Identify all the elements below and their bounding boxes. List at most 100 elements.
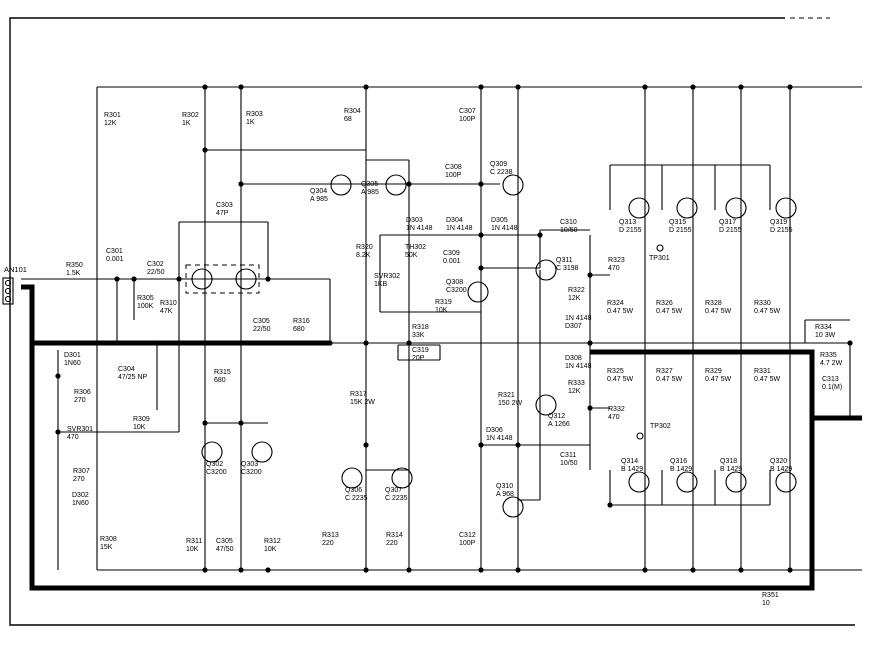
c303-value: 47P: [216, 210, 229, 217]
r314-ref: R314: [386, 532, 403, 539]
r332-ref: R332: [608, 406, 625, 413]
r317-ref: R317: [350, 391, 367, 398]
c303-ref: C303: [216, 202, 233, 209]
d303-value: 1N 4148: [406, 225, 433, 232]
r325-ref: R325: [607, 368, 624, 375]
c313-value: 0.1(M): [822, 384, 842, 391]
tp301-ref: TP301: [649, 255, 670, 262]
q318-ref: Q318: [720, 458, 737, 465]
c305b-ref: C305: [216, 538, 233, 545]
r311-ref: R311: [186, 538, 202, 545]
r315-ref: R315: [214, 369, 231, 376]
r316-ref: R316: [293, 318, 310, 325]
r320-value: 8.2K: [356, 252, 371, 259]
r301-value: 12K: [104, 120, 117, 127]
q306-value: C 2235: [345, 495, 368, 502]
c304-value: 47/25 NP: [118, 374, 148, 381]
d308-value: 1N 4148: [565, 363, 592, 370]
r322-ref: R322: [568, 287, 585, 294]
r312-ref: R312: [264, 538, 281, 545]
transistor-symbols: [191, 174, 797, 518]
q302-value: C3200: [206, 469, 227, 476]
q309-ref: Q309: [490, 161, 507, 168]
junction-dots: [55, 84, 853, 573]
q316-value: B 1429: [670, 466, 692, 473]
q304-value: A 985: [310, 196, 328, 203]
q310-value: A 968: [496, 491, 514, 498]
d306-ref: D306: [486, 427, 503, 434]
r323-ref: R323: [608, 257, 625, 264]
q319-ref: Q319: [770, 219, 787, 226]
r350-ref: R350: [66, 262, 83, 269]
q315-value: D 2155: [669, 227, 692, 234]
r313-value: 220: [322, 540, 334, 547]
r331-value: 0.47 5W: [754, 376, 780, 383]
c311-value: 10/50: [560, 460, 578, 467]
svr301-ref: SVR301: [67, 426, 93, 433]
q308-ref: Q308: [446, 279, 463, 286]
r302-ref: R302: [182, 112, 199, 119]
r329-value: 0.47 5W: [705, 376, 731, 383]
d303-ref: D303: [406, 217, 423, 224]
r351-ref: R351: [762, 592, 779, 599]
r308-value: 15K: [100, 544, 113, 551]
r306-ref: R306: [74, 389, 91, 396]
r321-value: 150 2W: [498, 400, 523, 407]
c319-value: 20P: [412, 355, 425, 362]
c307-value: 100P: [459, 116, 476, 123]
c302-ref: C302: [147, 261, 164, 268]
c309-ref: C309: [443, 250, 460, 257]
c308-value: 100P: [445, 172, 462, 179]
dual-transistor-box: [185, 264, 260, 294]
r330-ref: R330: [754, 300, 771, 307]
q317-value: D 2155: [719, 227, 742, 234]
frame: [9, 17, 855, 626]
c301-value: 0.001: [106, 256, 124, 263]
c307-ref: C307: [459, 108, 476, 115]
c319-ref: C319: [412, 347, 429, 354]
q311-value: C 3198: [556, 265, 579, 272]
r315-value: 680: [214, 377, 226, 384]
svr301-value: 470: [67, 434, 79, 441]
d306-value: 1N 4148: [486, 435, 513, 442]
r310-ref: R310: [160, 300, 177, 307]
d301-ref: D301: [64, 352, 81, 359]
q312-value: A 1266: [548, 421, 570, 428]
c312-value: 100P: [459, 540, 476, 547]
c310-ref: C310: [560, 219, 577, 226]
wires: [57, 87, 850, 570]
q303-ref: Q303: [241, 461, 258, 468]
d307-value: D307: [565, 323, 582, 330]
d301-value: 1N60: [64, 360, 81, 367]
r327-ref: R327: [656, 368, 673, 375]
q306-ref: Q306: [345, 487, 362, 494]
r325-value: 0.47 5W: [607, 376, 633, 383]
ground-traces: [21, 284, 862, 591]
d307-ref: 1N 4148: [565, 315, 592, 322]
r326-ref: R326: [656, 300, 673, 307]
d304-value: 1N 4148: [446, 225, 473, 232]
r313-ref: R313: [322, 532, 339, 539]
q307-value: C 2235: [385, 495, 408, 502]
d302-ref: D302: [72, 492, 89, 499]
d305-ref: D305: [491, 217, 508, 224]
r305-ref: R305: [137, 295, 154, 302]
c305-value: 22/50: [253, 326, 271, 333]
r319-ref: R319: [435, 299, 452, 306]
q303-value: C3200: [241, 469, 262, 476]
r330-value: 0.47 5W: [754, 308, 780, 315]
d304-ref: D304: [446, 217, 463, 224]
r333-value: 12K: [568, 388, 581, 395]
c312-ref: C312: [459, 532, 476, 539]
r334-ref: R334: [815, 324, 832, 331]
r307-value: 270: [73, 476, 85, 483]
q310-ref: Q310: [496, 483, 513, 490]
rails: [21, 86, 862, 571]
r324-ref: R324: [607, 300, 624, 307]
c311-ref: C311: [560, 452, 576, 459]
q316-ref: Q316: [670, 458, 687, 465]
test-points: [636, 244, 664, 440]
q311-ref: Q311: [556, 257, 573, 264]
c308-ref: C308: [445, 164, 462, 171]
